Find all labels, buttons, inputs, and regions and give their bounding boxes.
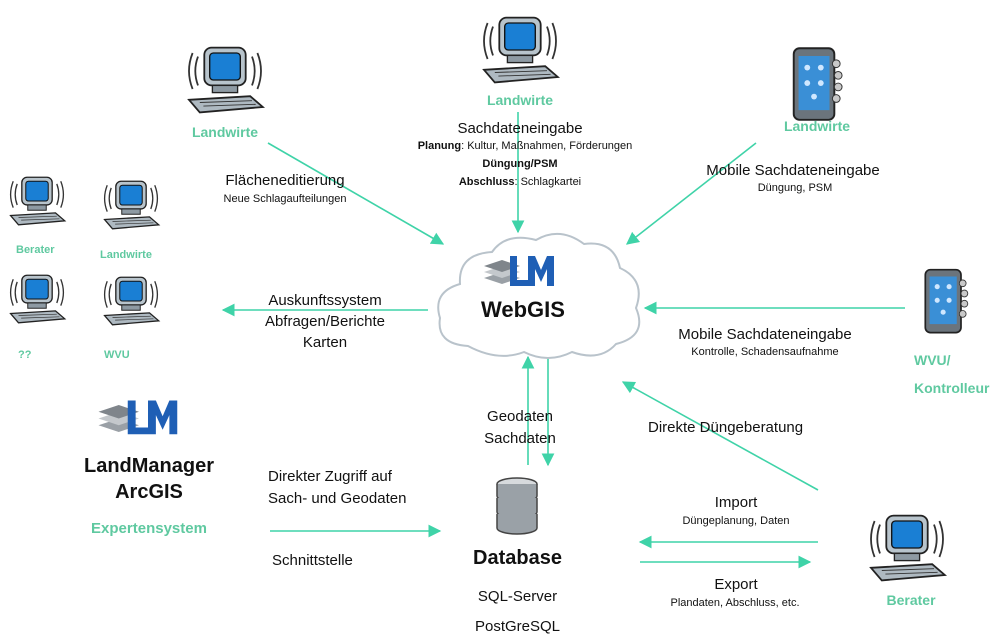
arrow-berater-to-webgis xyxy=(621,381,819,491)
node-landwirte-small: Landwirte xyxy=(100,249,152,261)
edge-auskunft-2: Abfragen/Berichte xyxy=(264,313,386,330)
database-icon xyxy=(496,477,538,535)
webgis-label: WebGIS xyxy=(481,297,565,322)
arrow-landwirte-right-to-webgis xyxy=(625,142,757,245)
landmanager-subtitle: ArcGIS xyxy=(115,481,183,503)
edge-direkter-zugriff-2: Sach- und Geodaten xyxy=(268,490,407,507)
computer-icon xyxy=(180,40,270,120)
edge-flaechen-sub: Neue Schlagaufteilungen xyxy=(223,193,347,205)
edge-auskunft-3: Karten xyxy=(302,334,348,351)
computer-icon xyxy=(98,272,164,330)
landmanager-title: LandManager xyxy=(83,455,215,477)
cloud-icon xyxy=(437,233,641,359)
lm-logo-icon xyxy=(94,396,184,441)
edge-import-sub: Düngeplanung, Daten xyxy=(682,515,790,527)
landmanager-expertensystem: Expertensystem xyxy=(91,520,207,537)
node-kontrolleur: Kontrolleur xyxy=(914,380,990,396)
mobile-phone-icon xyxy=(915,268,973,336)
edge-direkte-duengeberatung: Direkte Düngeberatung xyxy=(648,419,804,436)
edge-direkter-zugriff-1: Direkter Zugriff auf xyxy=(268,468,392,485)
edge-mobile2-title: Mobile Sachdateneingabe xyxy=(678,326,852,343)
edge-import-title: Import xyxy=(714,494,758,511)
node-unknown-small: ?? xyxy=(18,349,32,361)
edge-schnittstelle: Schnittstelle xyxy=(272,552,353,569)
node-landwirte-left: Landwirte xyxy=(191,124,259,140)
edge-sachdaten: Sachdaten xyxy=(484,430,556,447)
edge-auskunft-1: Auskunftssystem xyxy=(268,292,382,309)
database-label: Database xyxy=(473,547,562,569)
node-wvu-small: WVU xyxy=(104,349,130,361)
computer-icon xyxy=(475,10,565,90)
computer-icon xyxy=(4,270,70,328)
edge-mobile2-sub: Kontrolle, Schadensaufnahme xyxy=(691,346,839,358)
edge-sachdaten-abschluss: Abschluss: Schlagkartei xyxy=(458,176,582,188)
edge-mobile1-title: Mobile Sachdateneingabe xyxy=(706,162,880,179)
edge-export-title: Export xyxy=(714,576,758,593)
computer-icon xyxy=(4,172,70,230)
edge-sachdaten-duengung: Düngung/PSM xyxy=(482,158,558,170)
database-sqlserver: SQL-Server xyxy=(477,588,558,605)
computer-icon xyxy=(862,508,952,588)
edge-geodaten: Geodaten xyxy=(487,408,553,425)
database-postgresql: PostGreSQL xyxy=(474,618,561,635)
mobile-phone-icon xyxy=(786,46,844,124)
node-landwirte-top: Landwirte xyxy=(486,92,554,108)
arrow-landwirte-left-to-webgis xyxy=(267,142,445,245)
edge-sachdaten-title: Sachdateneingabe xyxy=(457,120,583,137)
edge-mobile1-sub: Düngung, PSM xyxy=(757,182,833,194)
node-landwirte-right: Landwirte xyxy=(783,118,851,134)
edge-flaechen-title: Flächeneditierung xyxy=(225,172,345,189)
node-wvu: WVU/ xyxy=(914,352,951,368)
node-berater-small: Berater xyxy=(16,244,55,256)
node-berater-right: Berater xyxy=(886,592,936,608)
lm-logo-icon xyxy=(480,252,560,292)
edge-export-sub: Plandaten, Abschluss, etc. xyxy=(670,597,800,609)
computer-icon xyxy=(98,176,164,234)
edge-sachdaten-planung: Planung: Kultur, Maßnahmen, Förderungen xyxy=(417,140,633,152)
